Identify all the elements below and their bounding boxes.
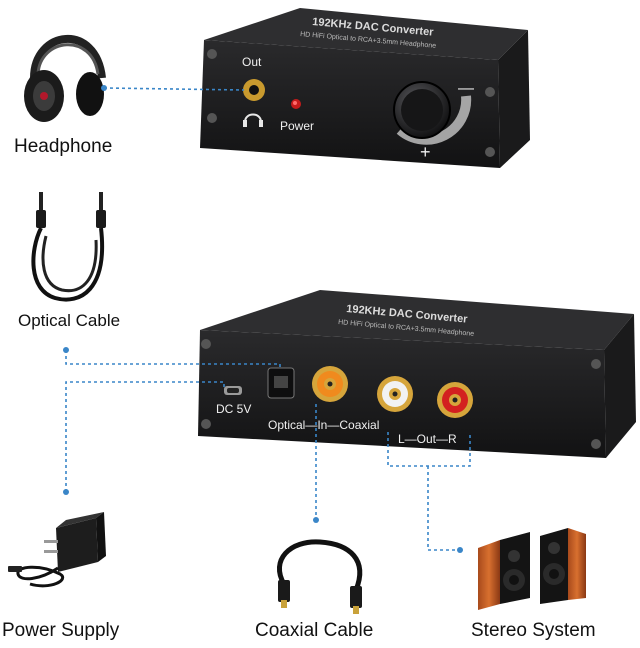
l-out-r-label: L—Out—R <box>398 432 457 446</box>
headphone-image <box>24 35 106 122</box>
power-supply-label: Power Supply <box>2 620 120 641</box>
connector-lines <box>65 87 471 551</box>
stereo-system-label: Stereo System <box>471 620 596 641</box>
connector-dots <box>63 85 463 553</box>
coaxial-cable-image <box>276 539 363 614</box>
volume-minus-label: — <box>458 80 474 97</box>
headphone-label: Headphone <box>14 136 113 157</box>
coaxial-cable-label: Coaxial Cable <box>255 620 374 641</box>
volume-plus-label: + <box>420 142 431 162</box>
dc-5v-label: DC 5V <box>216 402 252 416</box>
optical-cable-label: Optical Cable <box>18 311 121 330</box>
power-supply-image <box>8 512 106 588</box>
optical-cable-image <box>31 192 106 302</box>
power-led-label: Power <box>280 119 315 133</box>
out-jack-label: Out <box>242 55 262 69</box>
optical-in-coaxial-label: Optical—In—Coaxial <box>268 418 380 432</box>
dac-device-rear: 192KHz DAC Converter HD HiFi Optical to … <box>198 290 636 458</box>
stereo-speakers-image <box>478 528 586 610</box>
dac-device-front: 192KHz DAC Converter HD HiFi Optical to … <box>200 8 530 168</box>
